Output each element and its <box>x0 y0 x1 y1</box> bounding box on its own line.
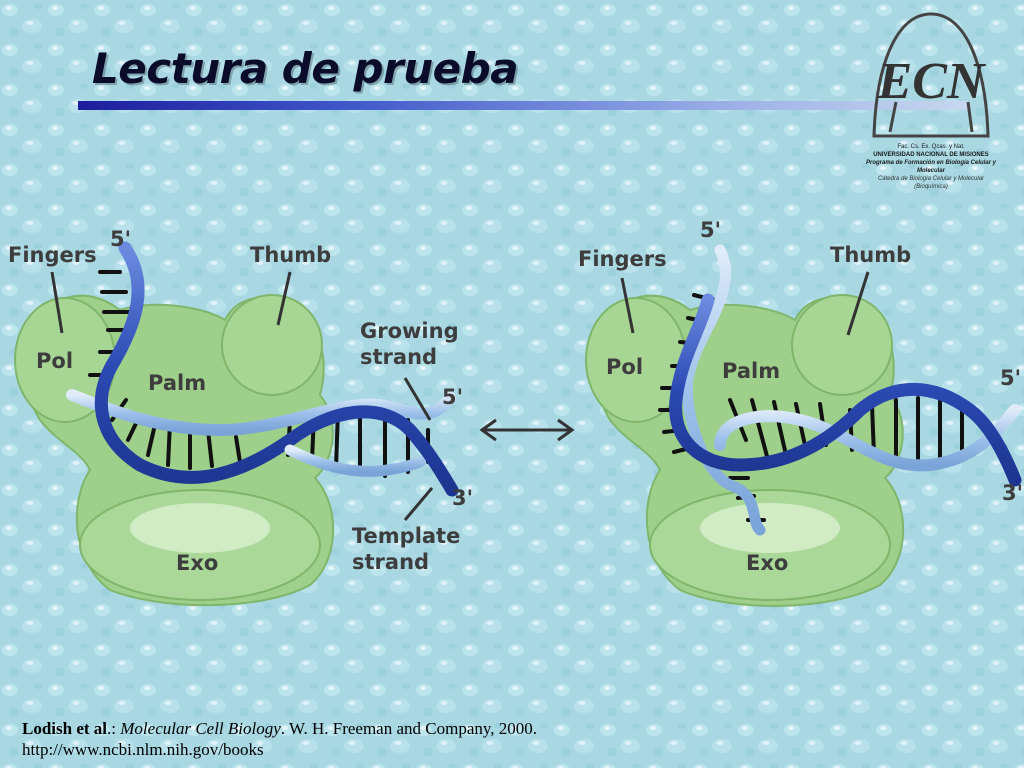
slide-title: Lectura de prueba <box>92 44 519 93</box>
citation-publisher: . W. H. Freeman and Company, 2000. <box>280 719 538 738</box>
right-3prime-label: 3' <box>1002 481 1023 505</box>
left-exo-label: Exo <box>176 551 218 575</box>
citation-authors: Lodish et al <box>22 719 108 738</box>
left-growing-strand-label-1: Growing <box>360 319 459 343</box>
citation-url[interactable]: http://www.ncbi.nlm.nih.gov/books <box>22 740 264 759</box>
title-underline <box>78 101 968 110</box>
right-5prime-right-label: 5' <box>1000 366 1021 390</box>
logo-line-university: UNIVERSIDAD NACIONAL DE MISIONES <box>873 152 989 158</box>
left-3prime-label: 3' <box>452 486 473 510</box>
equilibrium-arrow-icon <box>479 418 575 442</box>
citation: Lodish et al.: Molecular Cell Biology. W… <box>22 718 537 760</box>
right-thumb-label: Thumb <box>830 243 911 267</box>
right-5prime-top-label: 5' <box>700 218 721 242</box>
right-fingers-label: Fingers <box>578 247 667 271</box>
right-palm-label: Palm <box>722 359 780 383</box>
citation-separator: .: <box>107 719 121 738</box>
left-template-strand-label-2: strand <box>352 550 429 574</box>
logo-line-faculty: Fac. Cs. Ex. Qcas. y Nat. <box>897 144 965 150</box>
right-exo-label: Exo <box>746 551 788 575</box>
logo-line-dept: (Bioquímica) <box>914 184 948 190</box>
left-growing-strand-label-2: strand <box>360 345 437 369</box>
left-template-strand-label-1: Template <box>352 524 460 548</box>
right-polymerase: Fingers 5' Thumb Pol Palm Exo 5' 3' <box>578 218 1023 607</box>
citation-line-1: Lodish et al.: Molecular Cell Biology. W… <box>22 718 537 739</box>
left-pol-label: Pol <box>36 349 73 373</box>
left-polymerase: Fingers 5' Thumb Pol Palm Exo Growing st… <box>8 227 473 607</box>
left-palm-label: Palm <box>148 371 206 395</box>
university-logo-icon: ECN <box>872 12 990 138</box>
left-fingers-label: Fingers <box>8 243 97 267</box>
citation-book-title: Molecular Cell Biology <box>120 719 281 738</box>
left-5prime-top-label: 5' <box>110 227 131 251</box>
logo-line-program: Programa de Formación en Biología Celula… <box>865 160 997 174</box>
left-thumb-label: Thumb <box>250 243 331 267</box>
right-pol-label: Pol <box>606 355 643 379</box>
left-5prime-right-label: 5' <box>442 385 463 409</box>
svg-text:ECN: ECN <box>877 53 987 110</box>
dna-polymerase-proofreading-diagram: Fingers 5' Thumb Pol Palm Exo Growing st… <box>8 218 1023 607</box>
logo-caption: Fac. Cs. Ex. Qcas. y Nat. UNIVERSIDAD NA… <box>862 143 1000 191</box>
logo-line-chair: Cátedra de Biología Celular y Molecular <box>877 176 985 182</box>
